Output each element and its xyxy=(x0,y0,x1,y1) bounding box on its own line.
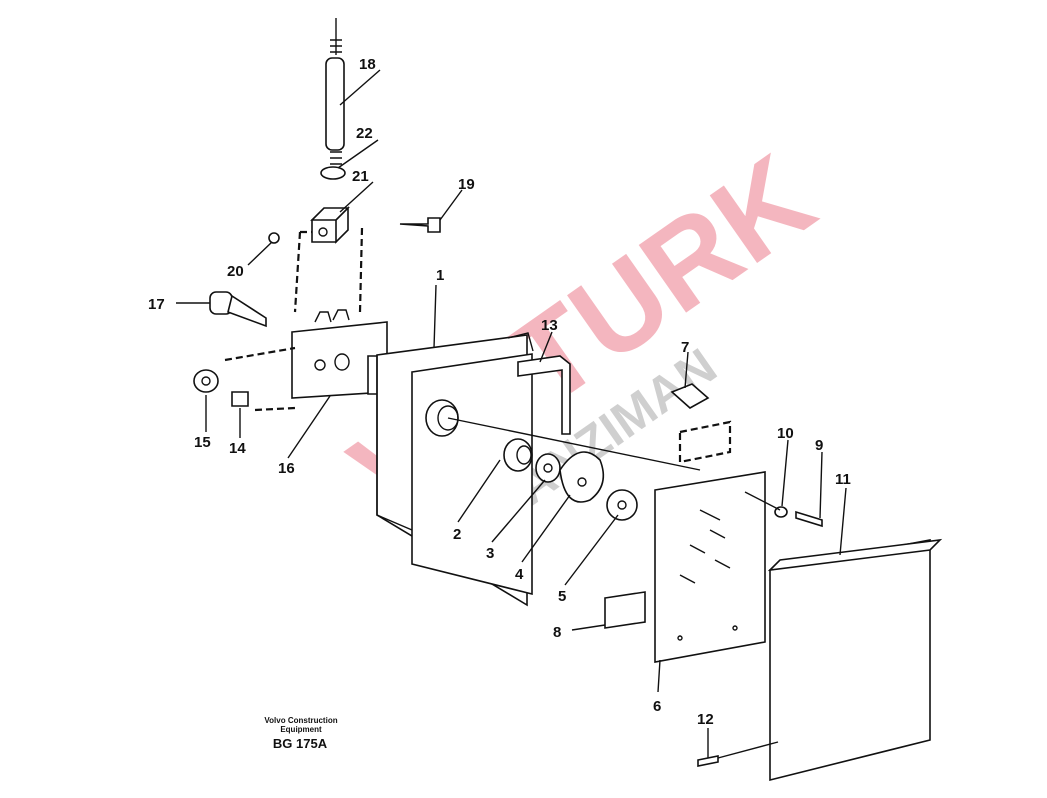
caption-line2: Equipment xyxy=(280,725,322,734)
callout-3: 3 xyxy=(486,545,494,562)
callout-21: 21 xyxy=(352,168,369,185)
part-4-cam xyxy=(559,451,605,503)
leader-lines xyxy=(176,69,847,758)
callout-17: 17 xyxy=(148,296,165,313)
callout-12: 12 xyxy=(697,711,714,728)
part-5-star-washer xyxy=(606,489,638,521)
part-6-board xyxy=(654,471,766,663)
callout-2: 2 xyxy=(453,526,461,543)
callout-7: 7 xyxy=(681,339,689,356)
callout-4: 4 xyxy=(515,566,524,583)
part-12-screw xyxy=(697,741,779,767)
callout-22: 22 xyxy=(356,125,373,142)
part-9-screw xyxy=(795,510,823,528)
part-17-bolt xyxy=(209,291,267,328)
part-20-nut xyxy=(268,232,280,244)
part-18-rod xyxy=(325,18,345,165)
dashed-guide-3 xyxy=(678,420,732,464)
part-22-nut xyxy=(320,166,346,180)
callout-13: 13 xyxy=(541,317,558,334)
caption-company: Volvo Construction Equipment xyxy=(255,716,347,734)
part-16-plate xyxy=(291,309,389,399)
callout-9: 9 xyxy=(815,437,823,454)
callout-14: 14 xyxy=(229,440,246,457)
callout-5: 5 xyxy=(558,588,566,605)
callout-20: 20 xyxy=(227,263,244,280)
part-8-connector xyxy=(604,591,646,629)
part-19-screw xyxy=(399,217,441,233)
part-21-block xyxy=(310,206,350,244)
part-1-housing xyxy=(376,332,701,607)
caption-line1: Volvo Construction xyxy=(264,716,338,725)
callout-15: 15 xyxy=(194,434,211,451)
part-14-screw xyxy=(231,391,249,407)
part-3-washer xyxy=(535,453,561,483)
callout-1: 1 xyxy=(436,267,444,284)
callout-10: 10 xyxy=(777,425,794,442)
part-13-bracket xyxy=(517,355,571,435)
part-2-bushing xyxy=(503,438,533,472)
part-11-cover xyxy=(767,538,943,782)
drawing-code: BG 175A xyxy=(272,736,328,751)
dashed-guide-2 xyxy=(224,346,296,412)
callout-19: 19 xyxy=(458,176,475,193)
part-15-nut xyxy=(193,369,219,393)
callout-6: 6 xyxy=(653,698,661,715)
callout-16: 16 xyxy=(278,460,295,477)
callout-8: 8 xyxy=(553,624,561,641)
callout-11: 11 xyxy=(835,471,851,488)
callout-18: 18 xyxy=(359,56,376,73)
dashed-guide xyxy=(293,227,364,313)
